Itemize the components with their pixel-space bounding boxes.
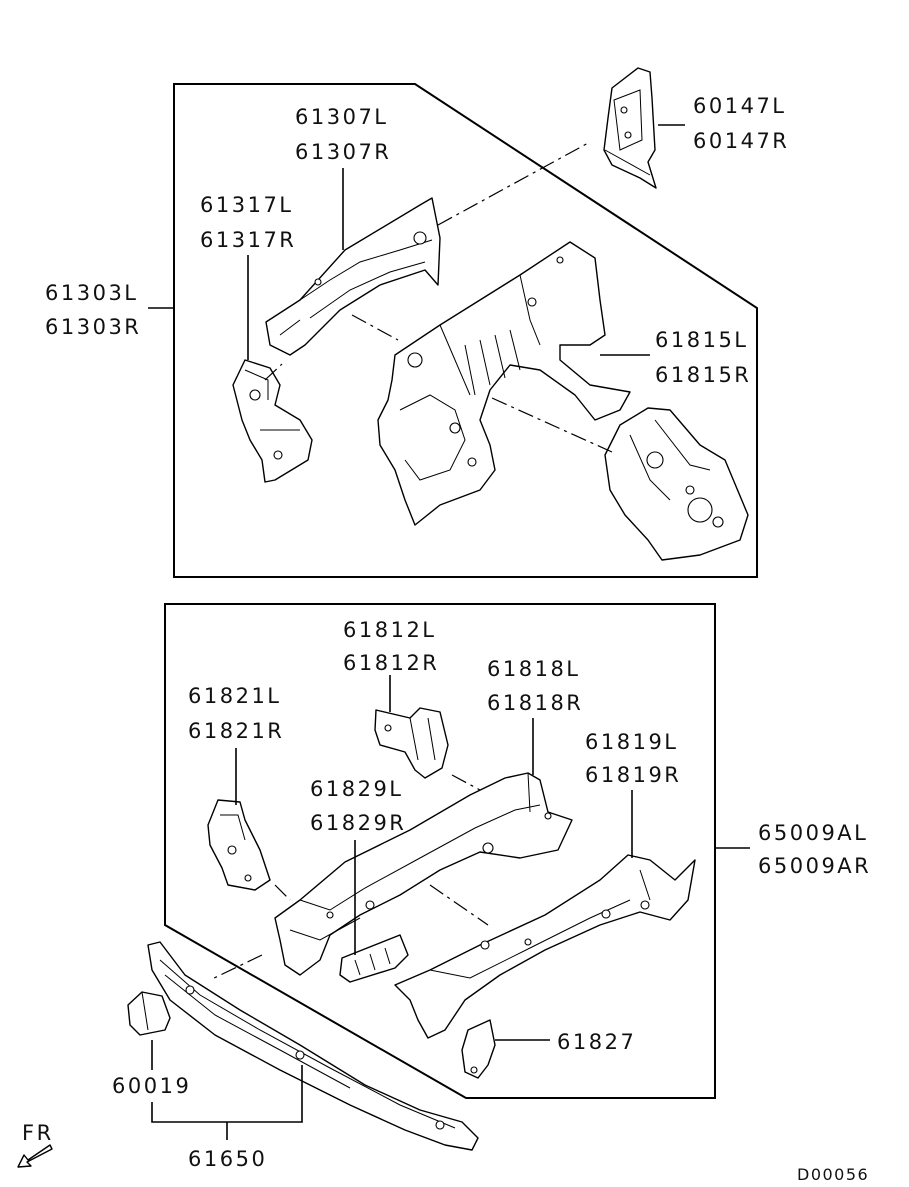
label-61317R: 61317R (200, 228, 296, 252)
label-60147R: 60147R (693, 129, 789, 153)
upper-group-frame (173, 83, 758, 578)
label-61829L: 61829L (310, 777, 404, 801)
assembly-line (274, 884, 291, 901)
label-61307R: 61307R (295, 140, 391, 164)
label-60019: 60019 (112, 1074, 191, 1098)
assembly-line (491, 397, 613, 453)
label-61812R: 61812R (343, 651, 439, 675)
part-61815-panel (604, 407, 749, 561)
assembly-line (264, 363, 283, 381)
part-61303-apron (377, 241, 631, 526)
assembly-line (429, 884, 489, 926)
leader-lines (148, 124, 750, 1140)
part-61821-bracket (207, 799, 271, 891)
label-61821R: 61821R (188, 719, 284, 743)
label-61317L: 61317L (200, 193, 294, 217)
label-61821L: 61821L (188, 684, 282, 708)
label-61827: 61827 (557, 1030, 636, 1054)
part-61317-brace (232, 359, 313, 483)
part-61307-wheelhouse-upper (265, 197, 441, 356)
label-61819R: 61819R (585, 763, 681, 787)
part-61812-bracket (374, 707, 449, 779)
diagram-code: D00056 (797, 1165, 869, 1184)
assembly-line (451, 774, 481, 791)
part-61827-bracket (461, 1019, 496, 1079)
part-61829-reinforcement (339, 934, 409, 983)
label-65009AR: 65009AR (758, 854, 871, 878)
label-61815R: 61815R (655, 363, 751, 387)
label-61829R: 61829R (310, 811, 406, 835)
assembly-line (209, 954, 263, 981)
label-61819L: 61819L (585, 730, 679, 754)
assembly-line (351, 314, 399, 341)
front-indicator-label: FR (22, 1121, 54, 1145)
label-61812L: 61812L (343, 618, 437, 642)
part-61650-cross-member (147, 941, 479, 1151)
label-61818L: 61818L (487, 657, 581, 681)
label-61307L: 61307L (295, 105, 389, 129)
label-65009AL: 65009AL (758, 821, 868, 845)
part-61819-side-member (394, 854, 696, 1039)
lower-group-frame (164, 603, 716, 1099)
part-61818-side-member (274, 772, 573, 976)
label-61303L: 61303L (45, 281, 139, 305)
label-60147L: 60147L (693, 94, 787, 118)
label-61818R: 61818R (487, 691, 583, 715)
label-61303R: 61303R (45, 315, 141, 339)
part-60147-bracket (603, 67, 657, 189)
part-60019-bracket (127, 991, 171, 1036)
label-61650: 61650 (188, 1147, 267, 1171)
front-arrow-icon (17, 1144, 53, 1168)
label-61815L: 61815L (655, 328, 749, 352)
